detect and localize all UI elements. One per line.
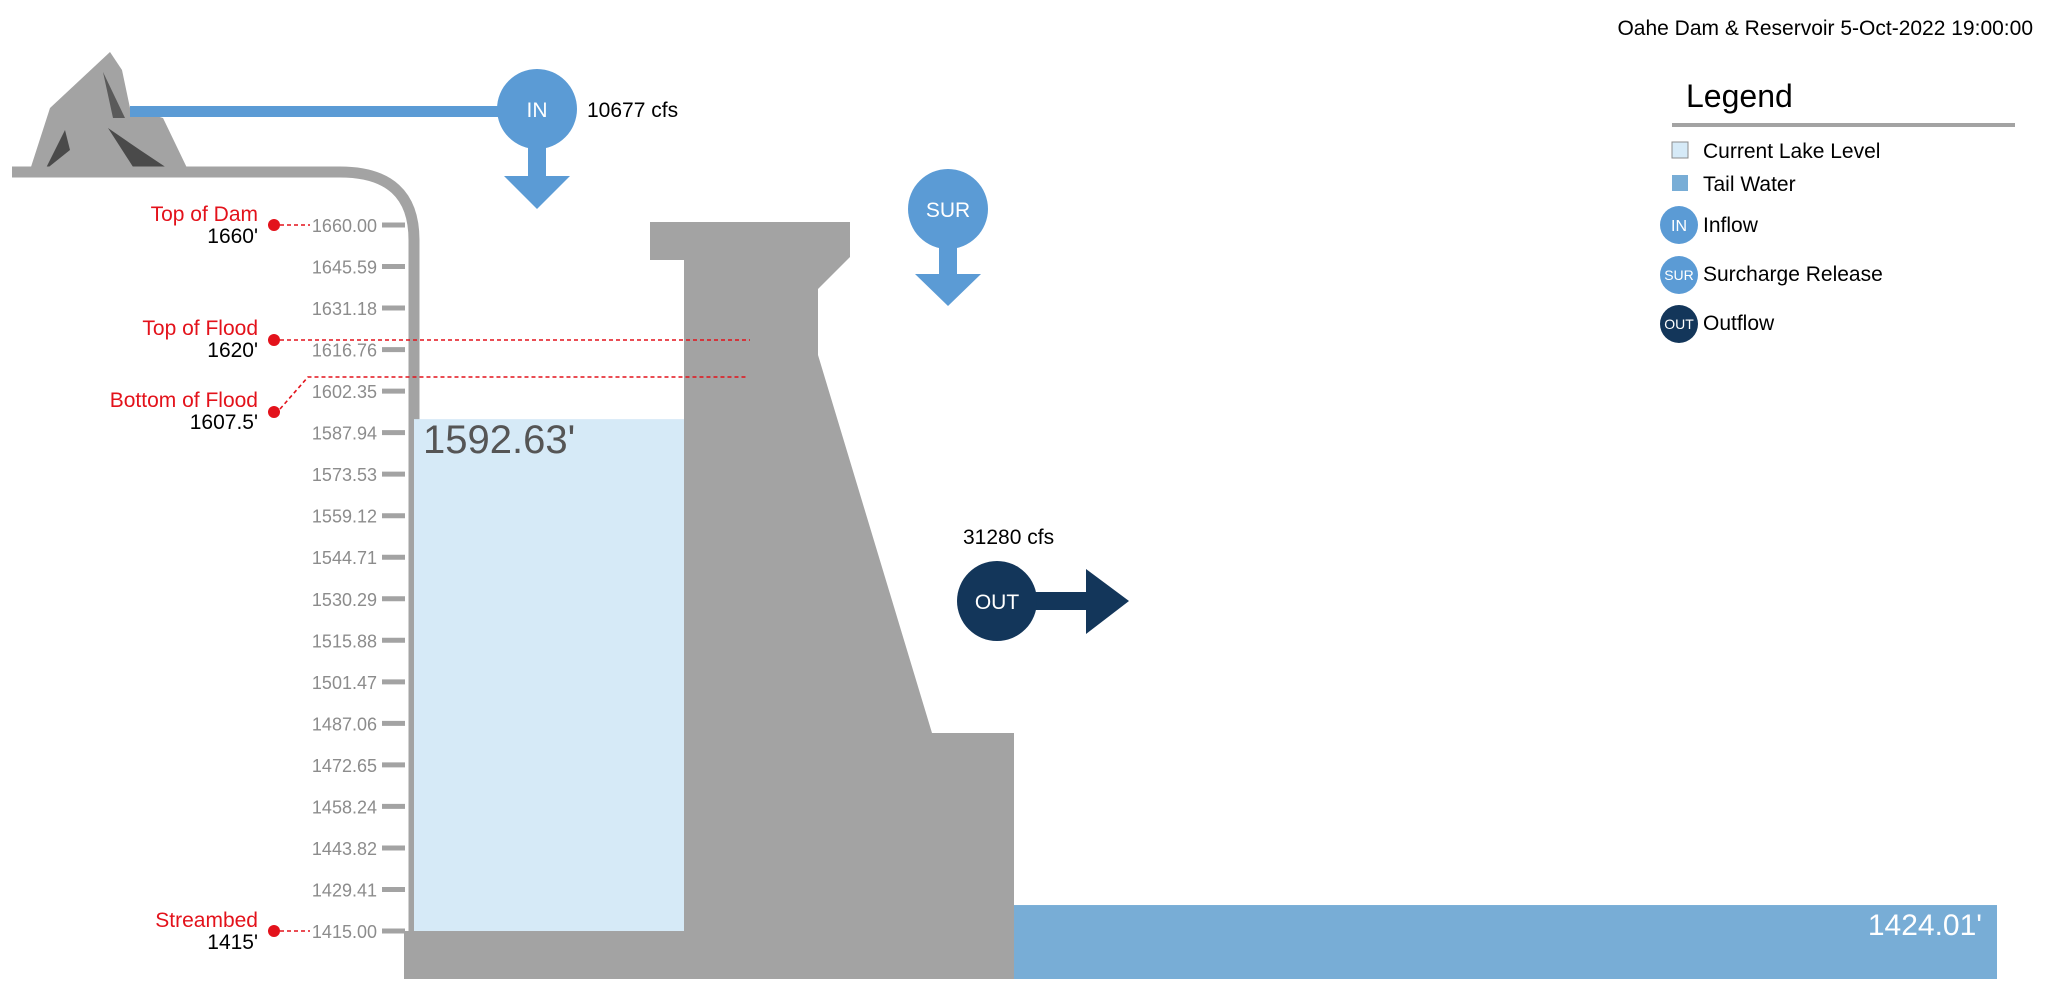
outflow-value: 31280 cfs <box>963 526 1054 549</box>
surcharge-legend-badge <box>1660 256 1698 294</box>
marker-dot <box>268 219 280 231</box>
legend-title: Legend <box>1686 78 1793 114</box>
scale-tick-label: 1530.29 <box>312 590 377 610</box>
surcharge-legend-badge-label: SUR <box>1664 267 1694 283</box>
scale-tick-label: 1429.41 <box>312 880 377 900</box>
scale-tick-label: 1544.71 <box>312 548 377 568</box>
scale-tick-label: 1631.18 <box>312 299 377 319</box>
legend-item-outflow: OUT Outflow <box>1660 305 1775 343</box>
legend-label: Tail Water <box>1703 173 1796 196</box>
inflow-badge <box>497 69 577 149</box>
outflow-legend-badge <box>1660 305 1698 343</box>
scale-tick-label: 1415.00 <box>312 922 377 942</box>
right-arrow-icon <box>1086 569 1129 634</box>
lake-level-label: 1592.63' <box>423 418 575 462</box>
marker-name: Top of Flood <box>142 317 258 340</box>
inflow-badge-label: IN <box>527 99 548 122</box>
marker-bottom-of-flood: Bottom of Flood 1607.5' <box>110 376 746 434</box>
down-arrow-icon <box>915 274 981 306</box>
outflow-badge-label: OUT <box>975 591 1020 614</box>
lake-swatch <box>1671 141 1689 159</box>
scale-tick-label: 1616.76 <box>312 341 377 361</box>
scale-tick-label: 1573.53 <box>312 465 377 485</box>
outflow-legend-badge-label: OUT <box>1664 316 1694 332</box>
inflow-legend-badge-label: IN <box>1671 218 1687 235</box>
scale-tick-label: 1515.88 <box>312 631 377 651</box>
scale-tick-label: 1660.00 <box>312 216 377 236</box>
scale-tick-label: 1443.82 <box>312 839 377 859</box>
left-bank <box>12 166 420 940</box>
inflow-value: 10677 cfs <box>587 99 678 122</box>
inflow-indicator: IN 10677 cfs <box>497 69 678 209</box>
inflow-pipe <box>130 106 498 117</box>
inflow-arrow-shaft <box>528 148 546 178</box>
tail-water-level-label: 1424.01' <box>1868 909 1982 942</box>
legend-item-tail-water: Tail Water <box>1672 173 1796 196</box>
surcharge-badge-label: SUR <box>926 199 970 222</box>
legend-label: Current Lake Level <box>1703 140 1880 163</box>
marker-value: 1620' <box>207 339 258 362</box>
dam-structure <box>650 222 1014 979</box>
scale-tick-label: 1602.35 <box>312 382 377 402</box>
marker-name: Bottom of Flood <box>110 389 258 412</box>
marker-top-of-dam: Top of Dam 1660' <box>151 203 310 248</box>
marker-name: Top of Dam <box>151 203 258 226</box>
elevation-scale: 1660.00 1645.59 1631.18 1616.76 1602.35 1587.… <box>312 216 405 942</box>
surcharge-badge <box>908 169 988 249</box>
legend-item-surcharge: SUR Surcharge Release <box>1660 256 1883 294</box>
legend: Legend Current Lake Level Tail Water IN … <box>1660 78 2015 343</box>
legend-item-current-lake: Current Lake Level <box>1671 140 1880 163</box>
scale-tick-label: 1458.24 <box>312 797 377 817</box>
marker-dot <box>268 334 280 346</box>
tail-water-swatch <box>1672 175 1688 191</box>
inflow-legend-badge <box>1660 206 1698 244</box>
legend-item-inflow: IN Inflow <box>1660 206 1759 244</box>
outflow-badge <box>957 561 1037 641</box>
marker-dot <box>268 406 280 418</box>
lake-floor <box>404 931 684 979</box>
legend-label: Inflow <box>1703 214 1759 237</box>
marker-dot <box>268 925 280 937</box>
legend-label: Surcharge Release <box>1703 263 1883 286</box>
marker-name: Streambed <box>155 909 258 932</box>
marker-value: 1415' <box>207 931 258 954</box>
marker-top-of-flood: Top of Flood 1620' <box>142 317 750 362</box>
page-title: Oahe Dam & Reservoir 5-Oct-2022 19:00:00 <box>1617 17 2033 40</box>
scale-tick-label: 1645.59 <box>312 258 377 278</box>
marker-streambed: Streambed 1415' <box>155 909 310 954</box>
scale-tick-label: 1587.94 <box>312 424 377 444</box>
surcharge-indicator: SUR <box>908 169 988 306</box>
marker-value: 1660' <box>207 225 258 248</box>
outflow-arrow-shaft <box>1030 592 1088 610</box>
lake-water <box>414 419 684 931</box>
marker-value: 1607.5' <box>190 411 258 434</box>
legend-divider <box>1672 123 2015 127</box>
outflow-indicator: 31280 cfs OUT <box>957 526 1129 641</box>
legend-label: Outflow <box>1703 312 1775 335</box>
scale-tick-label: 1501.47 <box>312 673 377 693</box>
scale-tick-label: 1559.12 <box>312 507 377 527</box>
scale-tick-label: 1487.06 <box>312 714 377 734</box>
tail-water <box>1014 905 1997 979</box>
scale-tick-label: 1472.65 <box>312 756 377 776</box>
mountain-icon <box>30 52 188 170</box>
surcharge-arrow-shaft <box>939 248 957 276</box>
down-arrow-icon <box>504 176 570 209</box>
